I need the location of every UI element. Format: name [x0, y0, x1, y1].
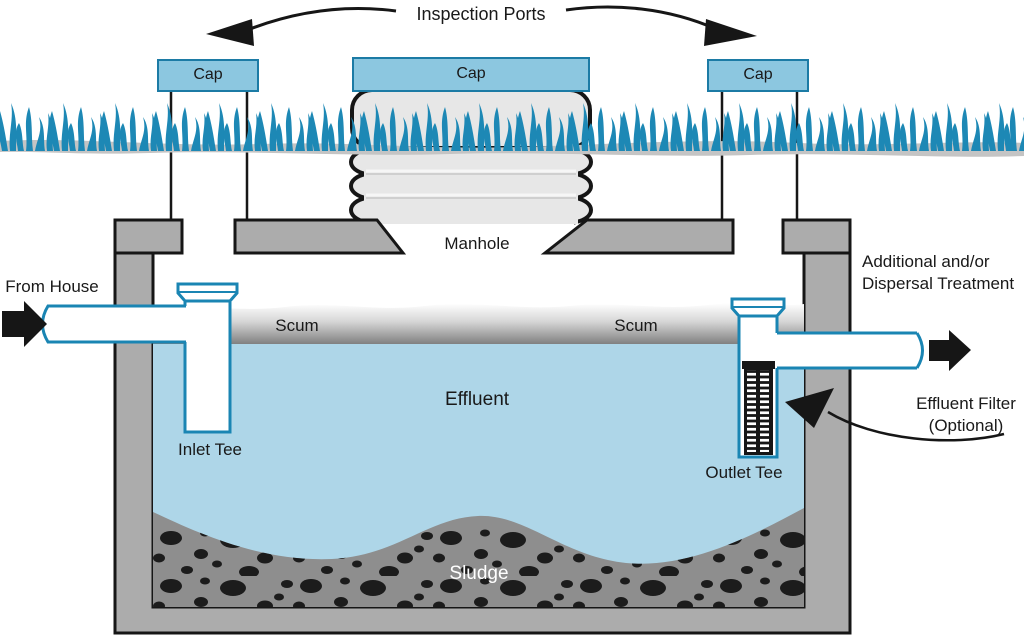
manhole-riser	[349, 88, 593, 225]
tank-top-slab-center-right	[540, 218, 735, 255]
cap-riser-lines	[169, 91, 799, 220]
inlet-tee-label: Inlet Tee	[178, 440, 242, 459]
effluent-filter-pointer-arrow	[785, 388, 1005, 442]
inspection-ports-arrow-left	[206, 7, 397, 46]
manhole-label: Manhole	[444, 234, 510, 253]
inspection-port-cap-center: Cap	[352, 57, 590, 92]
from-house-label: From House	[5, 277, 99, 296]
effluent-filter	[742, 361, 775, 455]
scum-layer	[153, 303, 804, 344]
effluent-label: Effluent	[444, 389, 510, 410]
from-house-arrow	[2, 301, 47, 347]
outlet-tee-label: Outlet Tee	[705, 463, 783, 482]
scum-label-left: Scum	[275, 316, 319, 335]
inspection-port-cap-right: Cap	[707, 59, 809, 92]
inspection-ports-arrow-right	[565, 5, 757, 46]
sludge-label: Sludge	[449, 563, 509, 584]
tank-top-slab-right	[781, 218, 852, 255]
additional-treatment-label-line2: Dispersal Treatment	[862, 274, 1015, 293]
inlet-tee-pipe	[41, 282, 239, 434]
inspection-port-cap-left: Cap	[157, 59, 259, 92]
additional-treatment-label-line1: Additional and/or	[862, 252, 990, 271]
inspection-ports-label: Inspection Ports	[416, 4, 546, 24]
effluent-filter-label-line1: Effluent Filter	[916, 394, 1016, 413]
tank-top-slab-left	[113, 218, 184, 255]
scum-label-right: Scum	[614, 316, 658, 335]
outflow-arrow	[929, 330, 971, 371]
tank-top-slab-center-left	[233, 218, 407, 255]
effluent-filter-label-line2: (Optional)	[928, 416, 1004, 435]
